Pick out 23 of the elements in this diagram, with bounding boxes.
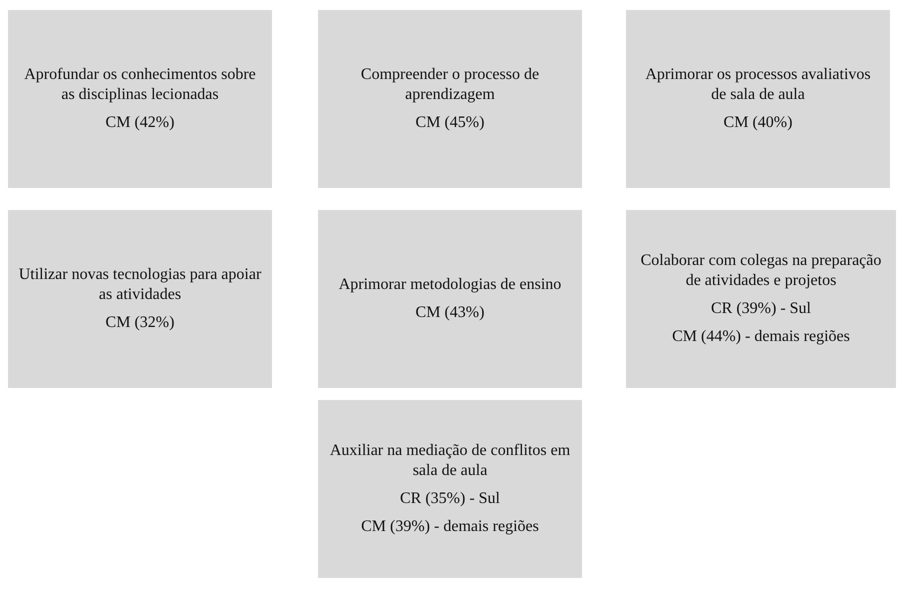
percentage-text: CM (39%) - demais regiões (361, 517, 539, 537)
goal-box (318, 10, 582, 188)
goal-text: Auxiliar na mediação de conflitos em sala de aula (328, 441, 572, 481)
goal-text: Colaborar com colegas na preparação de atividades e projetos (640, 251, 882, 291)
goal-box (8, 210, 272, 388)
percentage-text: CM (42%) (106, 113, 174, 133)
goal-text: Aprofundar os conhecimentos sobre as disciplinas lecionadas (23, 65, 257, 105)
goal-box (626, 10, 890, 188)
goal-text: Aprimorar os processos avaliativos de sala de aula (644, 65, 872, 105)
percentage-text: CR (39%) - Sul (711, 299, 811, 319)
percentage-text: CM (44%) - demais regiões (672, 327, 850, 347)
percentage-text: CR (35%) - Sul (400, 489, 500, 509)
goal-text: Utilizar novas tecnologias para apoiar as atividades (18, 265, 262, 305)
goal-box (8, 10, 272, 188)
percentage-text: CM (43%) (416, 303, 484, 323)
percentage-text: CM (45%) (416, 113, 484, 133)
percentage-text: CM (40%) (724, 113, 792, 133)
goal-box (318, 400, 582, 578)
goal-text: Compreender o processo de aprendizagem (360, 65, 540, 105)
percentage-text: CM (32%) (106, 313, 174, 333)
goal-box (626, 210, 896, 388)
goal-box (318, 210, 582, 388)
goal-text: Aprimorar metodologias de ensino (338, 275, 562, 295)
